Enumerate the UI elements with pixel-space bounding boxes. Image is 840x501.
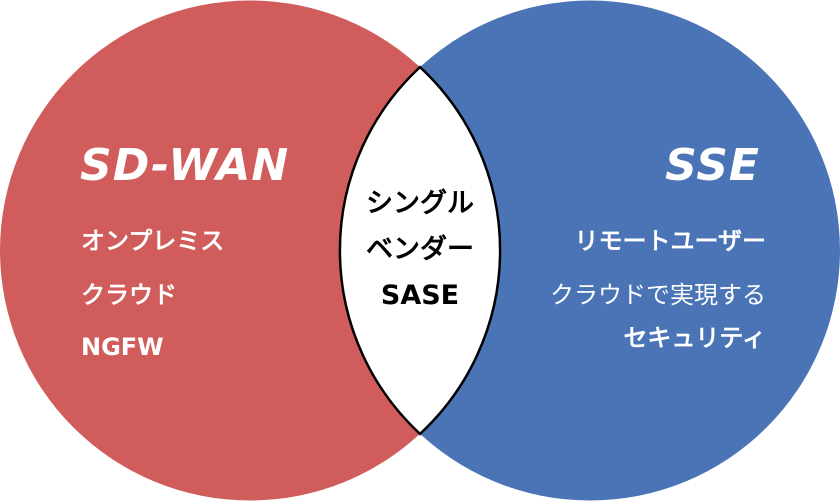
sse-title: SSE — [665, 140, 760, 191]
sd-wan-item-onpremise: オンプレミス — [81, 227, 225, 255]
center-line-sase: SASE — [380, 280, 460, 311]
center-line-single: シングル — [366, 188, 474, 219]
overlap-region — [340, 0, 500, 501]
sd-wan-item-ngfw: NGFW — [81, 333, 164, 361]
sse-item-remote-users: リモートユーザー — [574, 227, 766, 255]
sd-wan-title: SD-WAN — [80, 140, 290, 191]
sd-wan-item-cloud: クラウド — [81, 281, 177, 309]
overlap-outline — [338, 65, 502, 436]
sse-item-cloud-realized: クラウドで実現する — [550, 281, 766, 309]
center-line-vendor: ベンダー — [366, 234, 474, 265]
sse-item-security: セキュリティ — [623, 324, 766, 352]
